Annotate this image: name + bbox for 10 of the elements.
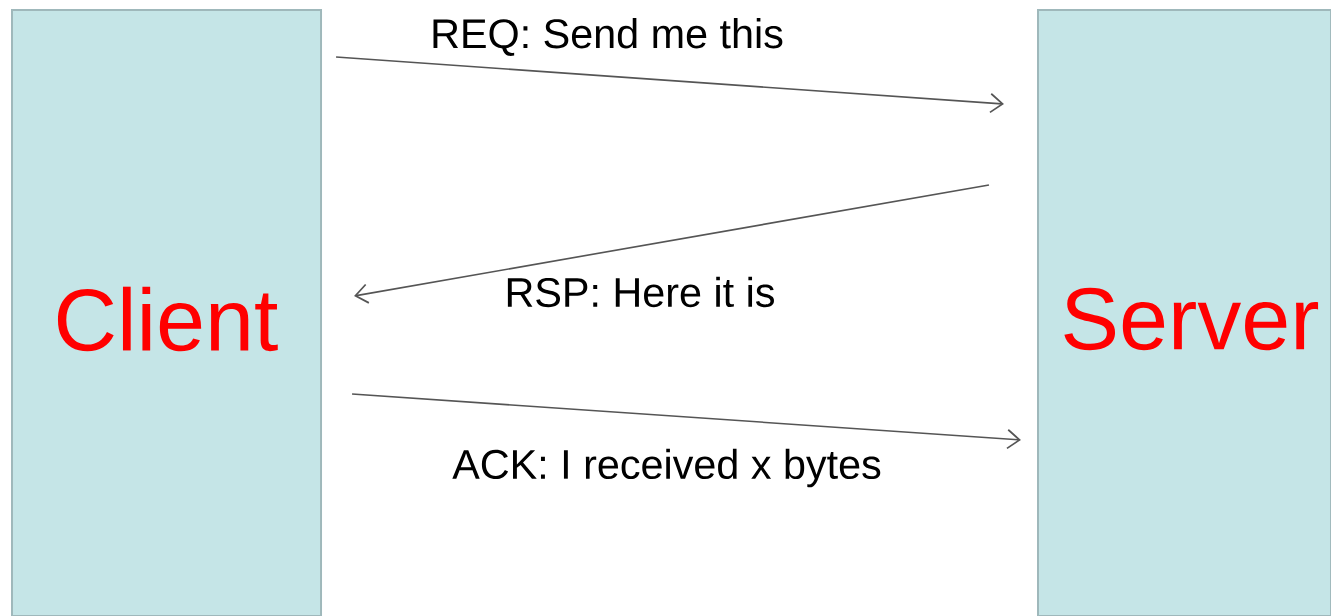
participant-box <box>1037 9 1331 616</box>
box-label: Server <box>1064 287 1319 351</box>
edge-label: ACK: I received x bytes <box>450 447 884 489</box>
arrow <box>335 56 1004 114</box>
edge-label: RSP: Here it is <box>503 275 777 309</box>
edge-label: REQ: Send me this <box>428 16 786 58</box>
box-label: Client <box>57 286 278 352</box>
arrow <box>354 184 990 304</box>
arrow <box>351 393 1021 450</box>
participant-box <box>11 9 323 616</box>
